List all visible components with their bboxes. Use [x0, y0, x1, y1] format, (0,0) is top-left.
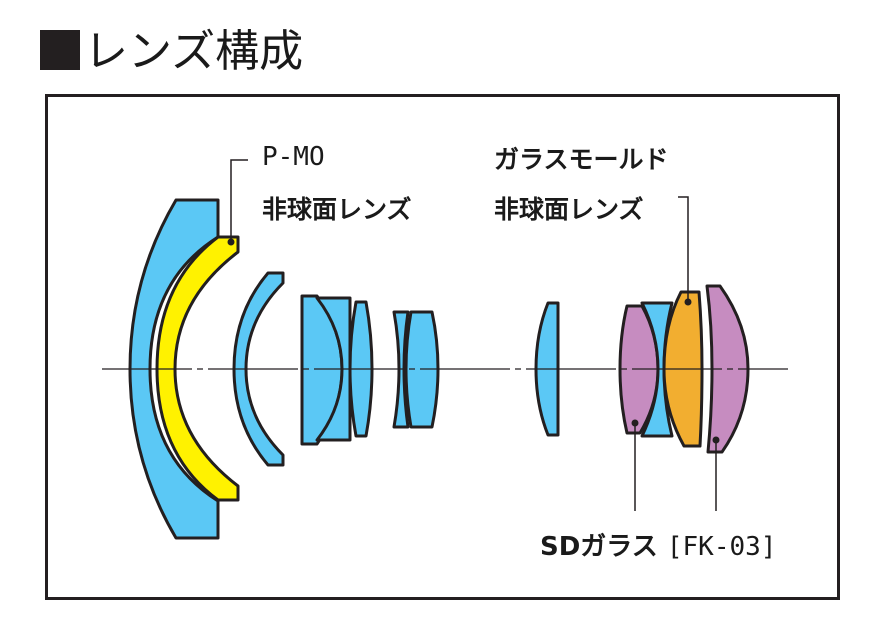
page-title: レンズ構成: [40, 22, 303, 82]
glass-mold-aspherical-label: 非球面レンズ: [494, 195, 644, 224]
sd-glass-leader-dot-1: [631, 419, 639, 427]
glass-mold-label: ガラスモールド: [494, 145, 669, 174]
pmo-label: P-MO: [262, 142, 325, 172]
glass-mold-leader-dot: [684, 298, 692, 306]
lens-element-3: [232, 271, 285, 467]
lens-element-1: [128, 198, 220, 540]
sd-glass-label-prefix: SDガラス: [540, 532, 658, 562]
glass-mold-leader-line: [678, 196, 689, 302]
sd-glass-label-code: [FK-03]: [666, 532, 777, 562]
pmo-leader-line: [230, 159, 248, 242]
lens-element-5: [315, 296, 352, 442]
black-square-icon: [40, 30, 80, 70]
diagram-frame: [45, 94, 840, 600]
lens-element-2-pmo-aspherical: [155, 235, 240, 502]
sd-glass-leader-dot-2: [712, 436, 720, 444]
sd-glass-label: SDガラス [FK-03]: [540, 526, 776, 563]
page-title-text: レンズ構成: [84, 26, 304, 77]
pmo-leader-dot: [227, 238, 235, 246]
pmo-aspherical-label: 非球面レンズ: [262, 195, 412, 224]
